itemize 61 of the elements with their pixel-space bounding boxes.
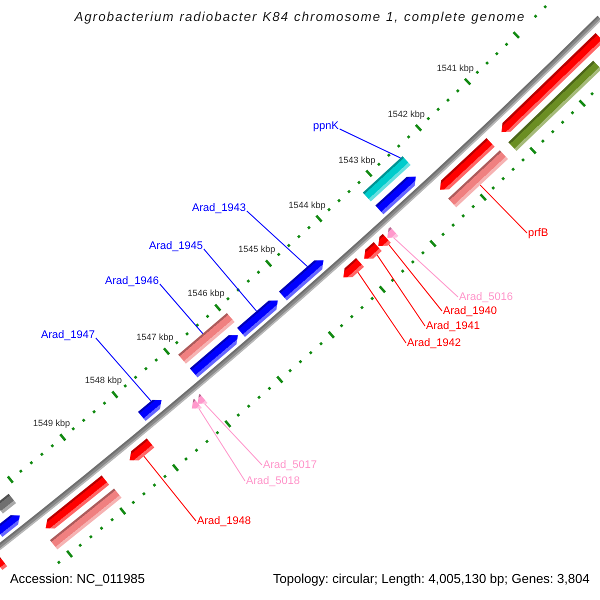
- gene-label: Arad_1941: [426, 321, 480, 332]
- gene-feature: [192, 398, 202, 409]
- leader-line: [204, 403, 262, 466]
- gene-feature: [237, 300, 278, 337]
- scale-label: 1542 kbp: [388, 110, 425, 120]
- gene-label: prfB: [528, 228, 548, 239]
- gene-label: ppnK: [313, 121, 339, 132]
- gene-feature: [343, 258, 364, 278]
- gene-feature: [278, 260, 324, 301]
- scale-label: 1544 kbp: [288, 200, 326, 210]
- leader-line: [143, 456, 196, 522]
- gene-feature: [130, 438, 154, 460]
- leader-line: [480, 184, 528, 234]
- scale-label: 1547 kbp: [136, 333, 174, 342]
- leader-line: [388, 244, 442, 312]
- leader-line: [339, 128, 402, 158]
- gene-label: Arad_1946: [105, 276, 159, 287]
- gene-feature: [190, 335, 238, 378]
- gene-bar: [178, 312, 235, 364]
- scale-label: 1543 kbp: [338, 156, 376, 165]
- gene-feature: [46, 475, 110, 529]
- gene-label: Arad_1947: [41, 330, 95, 341]
- leader-line: [376, 254, 426, 326]
- map-title: Agrobacterium radiobacter K84 chromosome 1, complete genome: [74, 10, 526, 23]
- scale-label: 1545 kbp: [238, 245, 276, 254]
- gene-feature: [387, 227, 398, 238]
- gene-label: Arad_1945: [149, 241, 203, 252]
- leader-line: [203, 248, 258, 312]
- gene-bar: [0, 556, 8, 570]
- gene-label: Arad_1948: [197, 516, 251, 527]
- gene-bar: [362, 156, 411, 202]
- gene-feature: [138, 400, 162, 422]
- gene-feature: [378, 234, 391, 246]
- gene-feature: [364, 242, 382, 259]
- leader-line: [246, 210, 308, 267]
- gene-label: Arad_1942: [407, 338, 461, 349]
- leader-line: [95, 338, 152, 402]
- leader-line: [357, 272, 406, 344]
- genome-summary-text: Topology: circular; Length: 4,005,130 bp; Genes: 3,804: [273, 572, 590, 585]
- gene-label: Arad_5017: [263, 460, 317, 471]
- gene-feature: [502, 33, 600, 132]
- scale-label: 1546 kbp: [188, 289, 225, 298]
- gene-feature: [197, 394, 208, 404]
- gene-label: Arad_5018: [246, 476, 300, 487]
- gene-bar: [50, 488, 122, 550]
- gene-label: Arad_5016: [459, 292, 513, 303]
- scale-label: 1549 kbp: [32, 418, 70, 428]
- gene-bar: [0, 494, 16, 514]
- gene-bar: [448, 150, 508, 208]
- leader-line: [393, 237, 458, 298]
- scale-label: 1548 kbp: [84, 376, 122, 386]
- leader-line: [198, 408, 246, 482]
- scale-label: 1541 kbp: [436, 64, 474, 74]
- gene-label: Arad_1943: [192, 203, 246, 214]
- leader-line: [159, 284, 204, 334]
- gene-feature: [440, 138, 495, 190]
- gene-bar: [508, 60, 600, 151]
- gene-feature: [0, 515, 20, 537]
- gene-feature: [375, 176, 416, 214]
- accession-text: Accession: NC_011985: [10, 572, 145, 585]
- gene-label: Arad_1940: [443, 306, 497, 317]
